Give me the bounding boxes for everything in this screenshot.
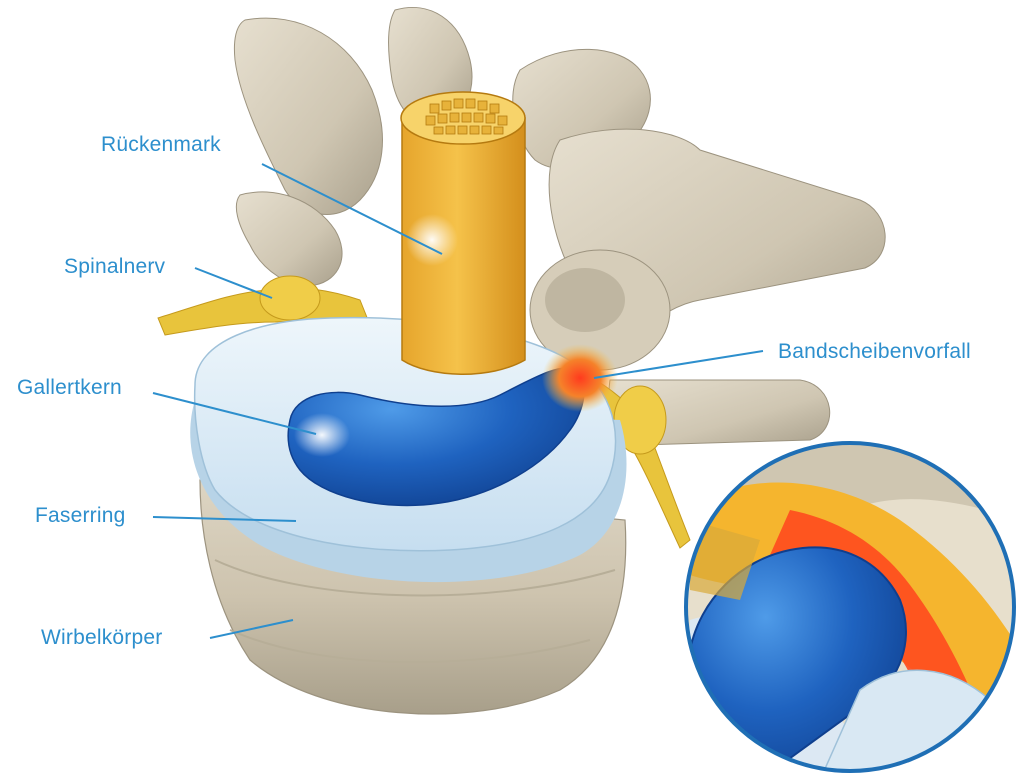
label-spinalnerv: Spinalnerv bbox=[64, 256, 165, 277]
label-gallertkern: Gallertkern bbox=[17, 377, 122, 398]
leader-line-spinalnerv bbox=[195, 268, 272, 298]
nucleus-highlight bbox=[294, 413, 350, 457]
label-wirbelkoerper: Wirbelkörper bbox=[41, 627, 162, 648]
label-bandscheibenvorfall: Bandscheibenvorfall bbox=[778, 341, 971, 362]
spinal-cord-shape bbox=[401, 92, 525, 374]
label-faserring: Faserring bbox=[35, 505, 126, 526]
label-rueckenmark: Rückenmark bbox=[101, 134, 221, 155]
inset-magnifier bbox=[680, 440, 1020, 774]
herniation-hotspot bbox=[542, 344, 618, 412]
